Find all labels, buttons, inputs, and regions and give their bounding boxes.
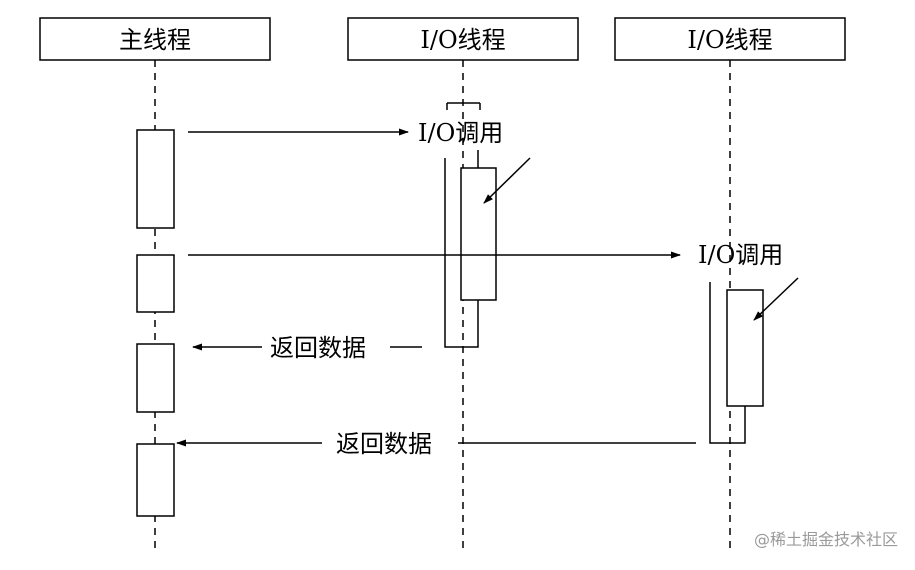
main-activation-3: [136, 343, 175, 413]
io2-process-activation: [726, 289, 764, 407]
main-activation-4: [136, 443, 175, 517]
header-io2-label: I/O线程: [687, 26, 772, 54]
return-label-2: 返回数据: [336, 430, 432, 458]
watermark: @稀土掘金技术社区: [754, 530, 898, 549]
main-activation-2: [136, 254, 175, 313]
io1-process-activation: [460, 167, 497, 301]
io1-call-bracket: [446, 102, 481, 110]
io1-wait-activation: [444, 158, 479, 348]
return-label-1: 返回数据: [270, 334, 366, 362]
header-main-label: 主线程: [119, 26, 191, 54]
io-call-label-2: I/O调用: [698, 241, 783, 269]
io2-wait-activation: [709, 282, 746, 444]
io1-pointer-arrow: [483, 157, 531, 204]
io2-pointer-arrow: [753, 277, 799, 321]
header-io1-label: I/O线程: [420, 26, 505, 54]
header-io-thread-2: I/O线程: [614, 17, 846, 61]
header-io-thread-1: I/O线程: [347, 17, 579, 61]
io-call-label-1: I/O调用: [418, 119, 503, 147]
header-main-thread: 主线程: [39, 17, 271, 61]
main-activation-1: [136, 129, 175, 229]
